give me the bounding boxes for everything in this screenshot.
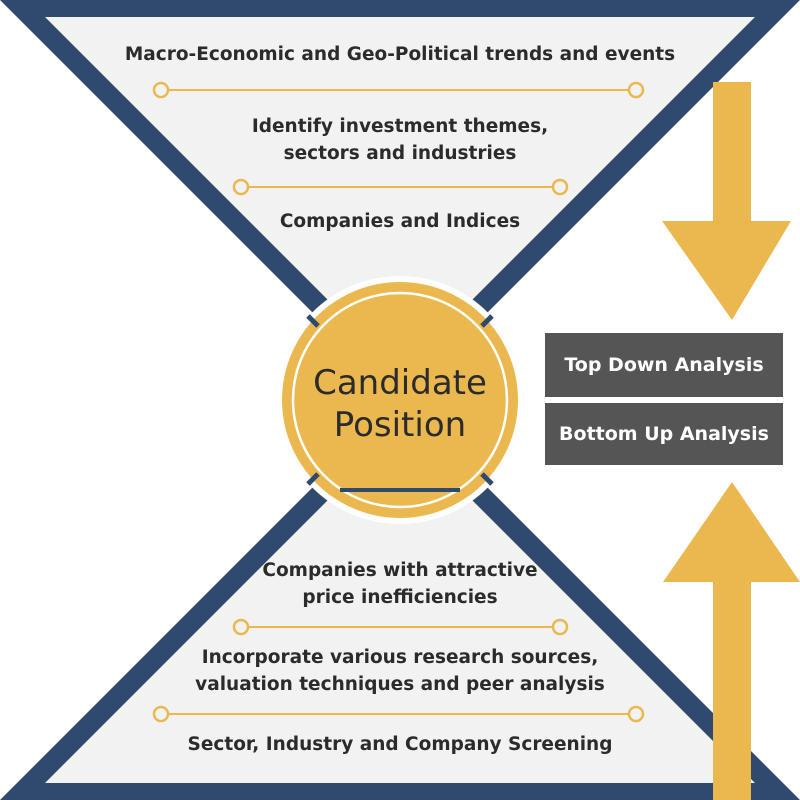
bottom-step-1-line-1: Companies with attractive [262, 560, 537, 581]
divider-dot-icon [152, 705, 170, 723]
bottom-divider-2 [152, 705, 645, 723]
bottom-funnel-panel [45, 428, 755, 783]
top-step-2-line-2: sectors and industries [284, 143, 517, 164]
bottom-step-2-line-1: Incorporate various research sources, [202, 647, 599, 668]
top-step-1-line-1: Macro-Economic and Geo-Political trends … [125, 44, 675, 65]
divider-dot-icon [232, 178, 250, 196]
top-down-analysis-label: Top Down Analysis [545, 333, 783, 397]
top-down-analysis-text: Top Down Analysis [564, 354, 764, 376]
center-label-line-2: Position [334, 405, 466, 445]
bottom-up-analysis-label: Bottom Up Analysis [545, 403, 783, 465]
top-step-3-line-1: Companies and Indices [280, 211, 520, 232]
bottom-step-2-line-2: valuation techniques and peer analysis [195, 674, 605, 695]
bottom-step-3-line-1: Sector, Industry and Company Screening [188, 734, 613, 755]
divider-dot-icon [551, 618, 569, 636]
top-funnel-panel [45, 17, 755, 372]
top-step-2-line-1: Identify investment themes, [252, 116, 548, 137]
divider-dot-icon [627, 705, 645, 723]
arrow-down-icon [662, 82, 791, 320]
bottom-up-analysis-text: Bottom Up Analysis [559, 423, 769, 445]
bottom-divider-1 [232, 618, 569, 636]
divider-dot-icon [232, 618, 250, 636]
bottom-step-1-line-2: price inefficiencies [302, 587, 497, 608]
center-label-line-1: Candidate [313, 363, 487, 403]
divider-dot-icon [551, 178, 569, 196]
candidate-position-circle [276, 276, 524, 524]
arrow-up-icon [663, 482, 800, 800]
top-divider-2 [232, 178, 569, 196]
divider-dot-icon [152, 81, 170, 99]
divider-dot-icon [627, 81, 645, 99]
top-divider-1 [152, 81, 645, 99]
